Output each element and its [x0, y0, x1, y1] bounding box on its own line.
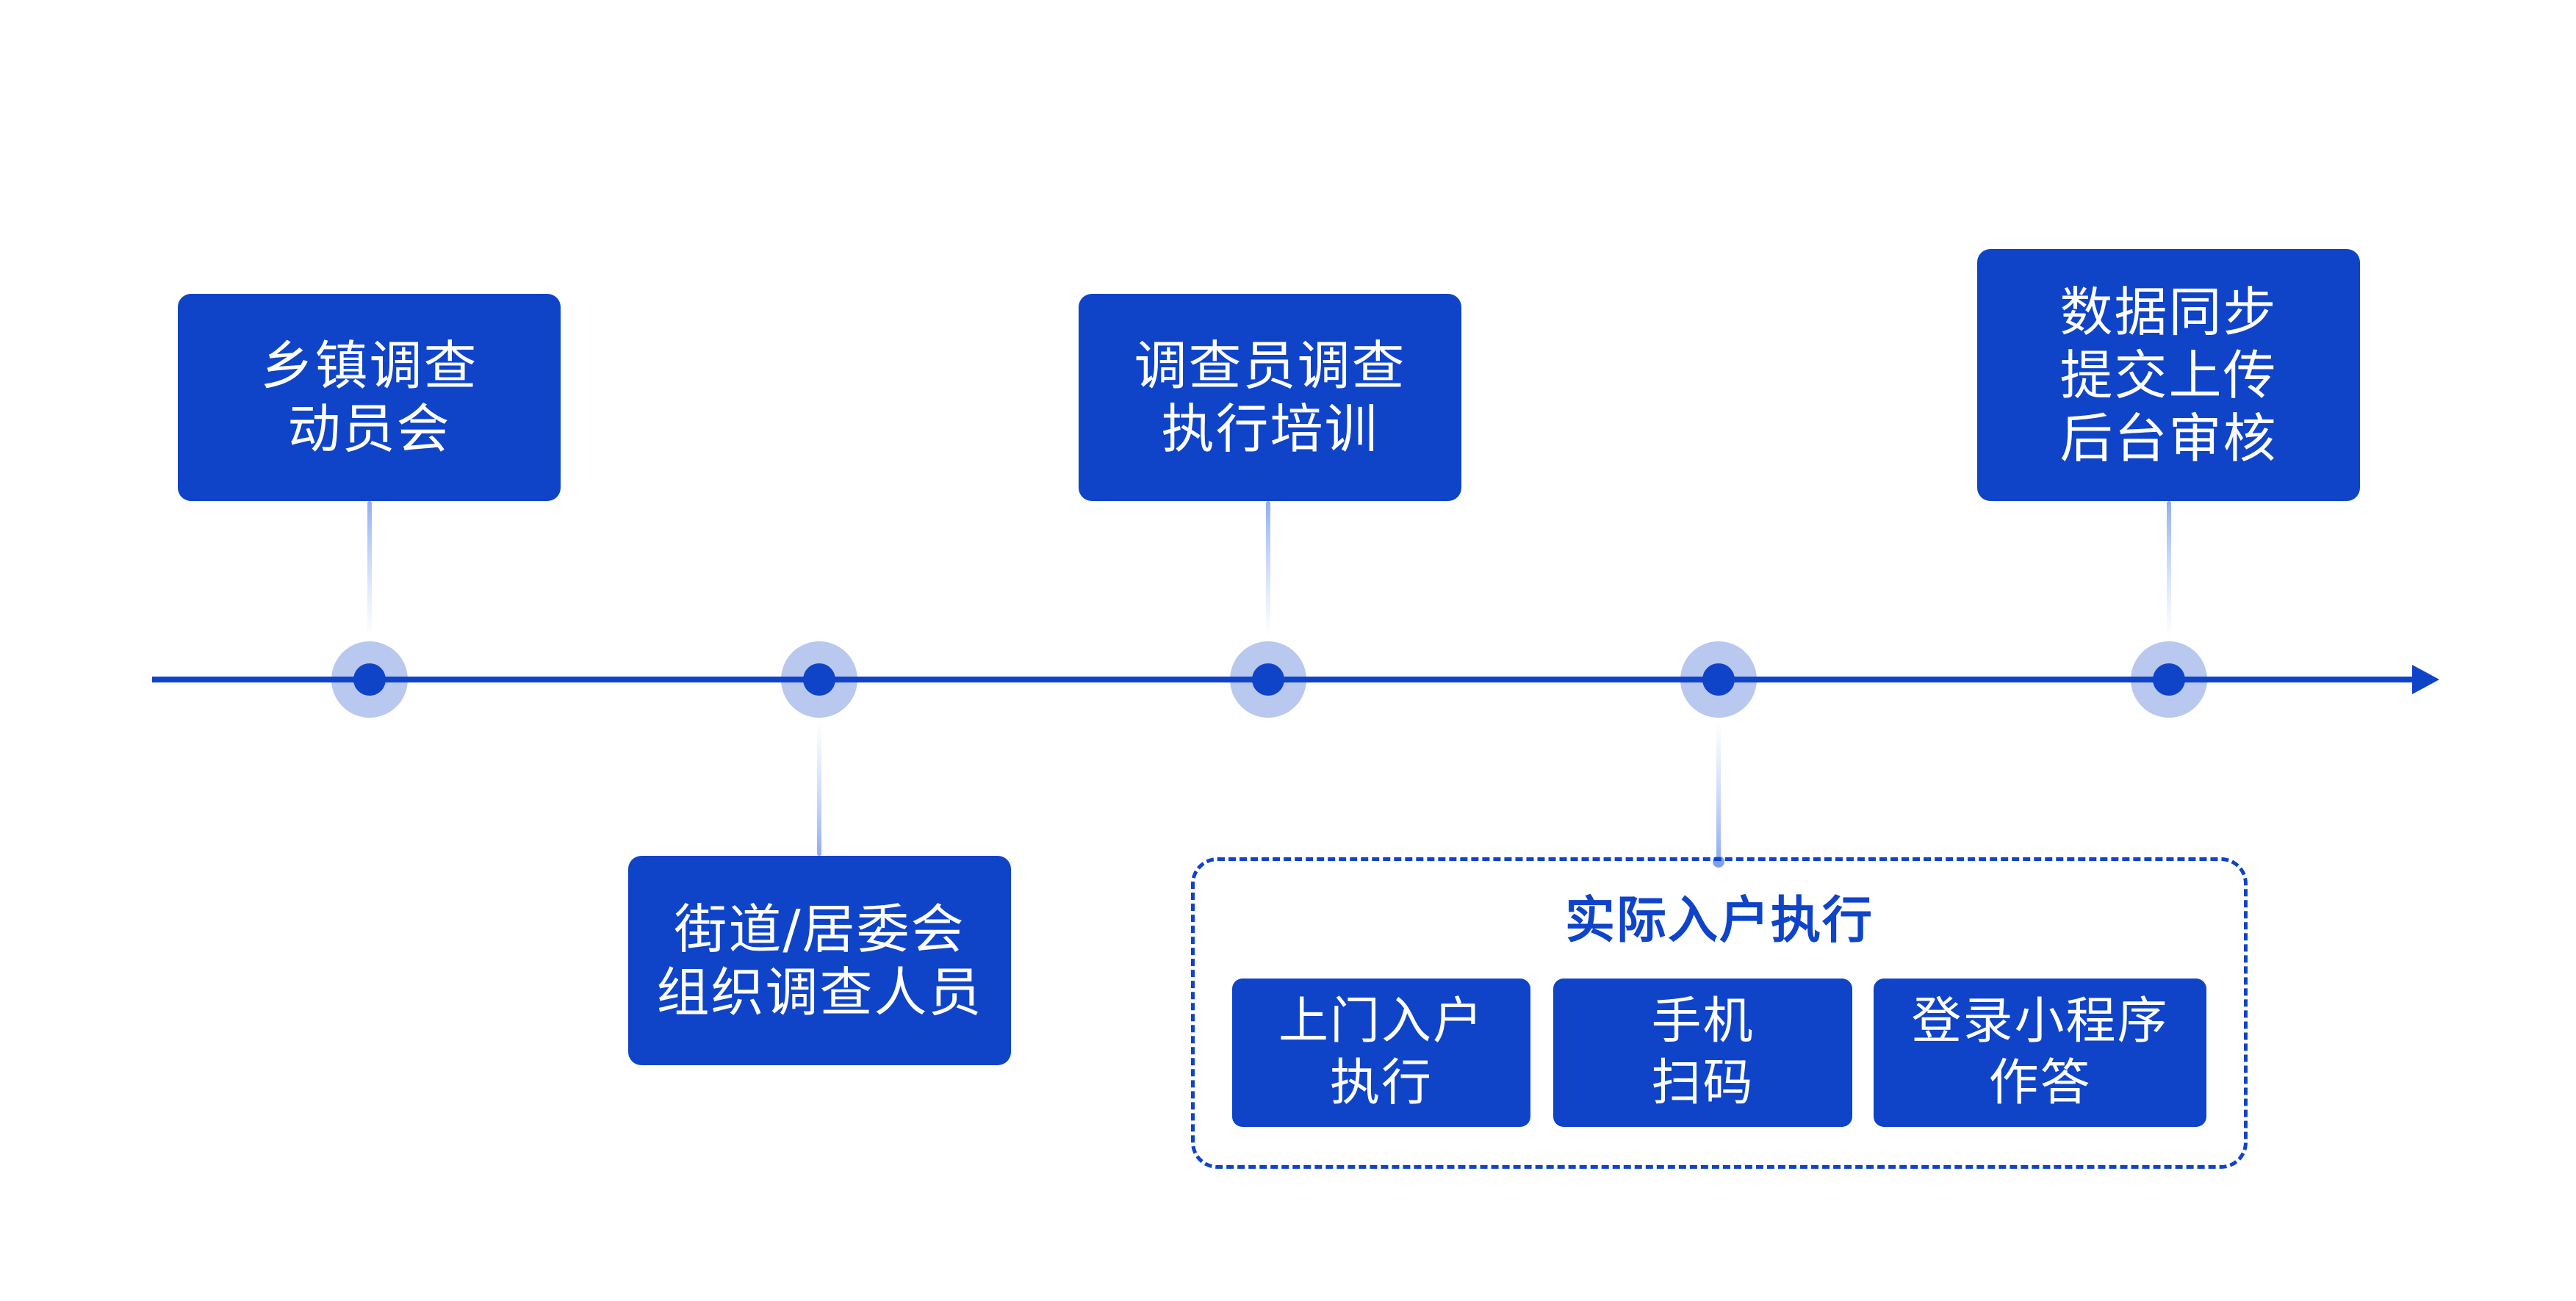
sub-label-line: 登录小程序 — [1911, 992, 2169, 1050]
connector-line — [1266, 501, 1270, 638]
sub-label-line: 手机 — [1651, 992, 1755, 1050]
connector-line — [2167, 501, 2171, 638]
stage-label-line: 数据同步 — [2059, 281, 2278, 343]
stage-box-investigator-training: 调查员调查 执行培训 — [1079, 294, 1461, 501]
connector-line — [367, 501, 372, 638]
connector-line — [817, 721, 821, 856]
timeline-nodes — [331, 641, 2207, 718]
stage-label-line: 乡镇调查 — [260, 335, 478, 397]
stage-label-line: 组织调查人员 — [656, 961, 983, 1023]
stage-box-township-mobilization: 乡镇调查 动员会 — [178, 294, 561, 501]
stage-label-line: 执行培训 — [1161, 398, 1379, 460]
group-household-execution: 实际入户执行 上门入户 执行 手机 扫码 登录小程序 作答 — [1191, 857, 2248, 1169]
group-title: 实际入户执行 — [1564, 892, 1874, 950]
timeline-node-dot — [1252, 663, 1284, 696]
timeline-node-dot — [353, 663, 386, 696]
arrow-right-icon — [2412, 665, 2439, 694]
sub-box-phone-scan: 手机 扫码 — [1553, 979, 1852, 1127]
connector-line — [1716, 721, 1721, 857]
timeline-node-dot — [1702, 663, 1735, 696]
sub-label-line: 执行 — [1329, 1054, 1433, 1112]
stage-box-data-sync-review: 数据同步 提交上传 后台审核 — [1977, 249, 2360, 501]
stage-label-line: 提交上传 — [2059, 344, 2278, 406]
sub-label-line: 扫码 — [1651, 1054, 1755, 1112]
stage-label-line: 后台审核 — [2059, 407, 2278, 469]
timeline-node-dot — [803, 663, 835, 696]
sub-box-door-to-door: 上门入户 执行 — [1232, 979, 1530, 1127]
stage-label-line: 调查员调查 — [1134, 335, 1406, 397]
stage-label-line: 街道/居委会 — [674, 898, 965, 960]
stage-label-line: 动员会 — [287, 398, 451, 460]
stage-box-street-committee-organize: 街道/居委会 组织调查人员 — [628, 856, 1011, 1065]
sub-label-line: 上门入户 — [1278, 992, 1484, 1050]
sub-box-mini-program: 登录小程序 作答 — [1874, 979, 2206, 1127]
sub-label-line: 作答 — [1988, 1054, 2092, 1112]
timeline-node-dot — [2153, 663, 2185, 696]
connectors — [367, 501, 2171, 868]
